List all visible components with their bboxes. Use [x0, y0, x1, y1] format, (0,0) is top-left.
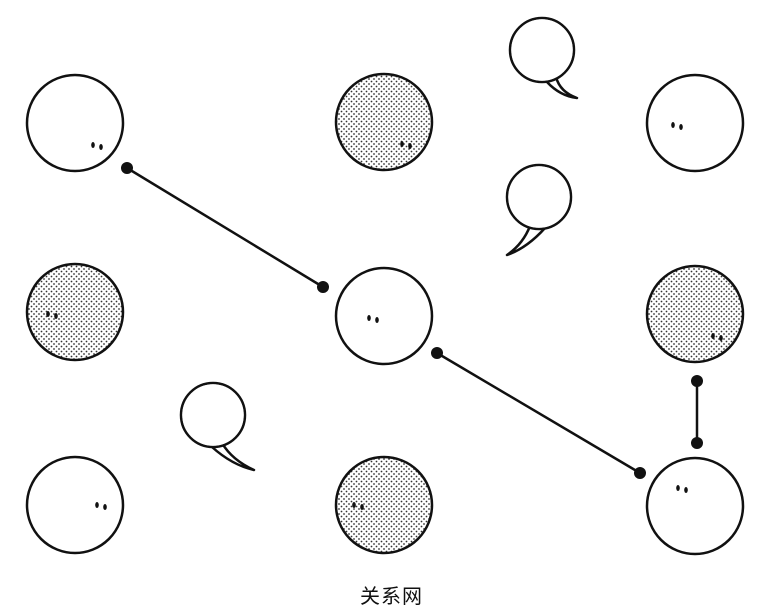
plain-circle-face [25, 455, 125, 555]
plain-circle-face [25, 73, 125, 173]
eye-icon [400, 141, 404, 147]
dotted-circle-face [334, 455, 434, 555]
speech-bubble-icon [508, 16, 579, 100]
speech-bubble-icon [505, 163, 573, 257]
eye-icon [671, 122, 675, 128]
node-n8 [334, 455, 434, 555]
speech-bubble-icon [179, 381, 256, 472]
speech-bubble-fill [508, 166, 570, 228]
eye-icon [408, 143, 412, 149]
eye-icon [103, 504, 107, 510]
diagram-caption: 关系网 [360, 584, 423, 608]
speech-bubble-fill [511, 19, 573, 81]
node-n5 [334, 266, 434, 366]
eye-icon [676, 485, 680, 491]
eye-icon [711, 333, 715, 339]
node-n1 [25, 73, 125, 173]
links-layer [121, 162, 703, 479]
link-end-dot [691, 437, 703, 449]
dotted-circle-face [334, 72, 434, 172]
eye-icon [719, 335, 723, 341]
link-end-dot [431, 347, 443, 359]
plain-circle-face [645, 456, 745, 556]
speech-bubble-tail [505, 225, 546, 257]
dotted-circle-face [25, 262, 125, 362]
link-end-dot [691, 375, 703, 387]
nodes-layer [25, 72, 745, 556]
node-n6 [645, 264, 745, 364]
eye-icon [54, 313, 58, 319]
node-n3 [645, 73, 745, 173]
eye-icon [684, 487, 688, 493]
speech-bubble-tail [546, 76, 579, 100]
eye-icon [95, 502, 99, 508]
link-end-dot [121, 162, 133, 174]
eye-icon [91, 142, 95, 148]
link-end-dot [317, 281, 329, 293]
plain-circle-face [645, 73, 745, 173]
eye-icon [360, 504, 364, 510]
speech-bubble-fill [182, 384, 244, 446]
speech-bubbles-layer [179, 16, 579, 472]
link-n1-n5 [121, 162, 329, 293]
link-line [436, 351, 641, 475]
node-n2 [334, 72, 434, 172]
plain-circle-face [334, 266, 434, 366]
eye-icon [367, 315, 371, 321]
link-n5-n9 [431, 347, 646, 479]
eye-icon [375, 317, 379, 323]
link-line [126, 166, 324, 289]
dotted-circle-face [645, 264, 745, 364]
node-n4 [25, 262, 125, 362]
eye-icon [46, 311, 50, 317]
speech-bubble-tail [211, 442, 256, 472]
eye-icon [679, 124, 683, 130]
eye-icon [352, 502, 356, 508]
node-n7 [25, 455, 125, 555]
eye-icon [99, 144, 103, 150]
link-n6-n9 [691, 375, 703, 449]
node-n9 [645, 456, 745, 556]
link-end-dot [634, 467, 646, 479]
